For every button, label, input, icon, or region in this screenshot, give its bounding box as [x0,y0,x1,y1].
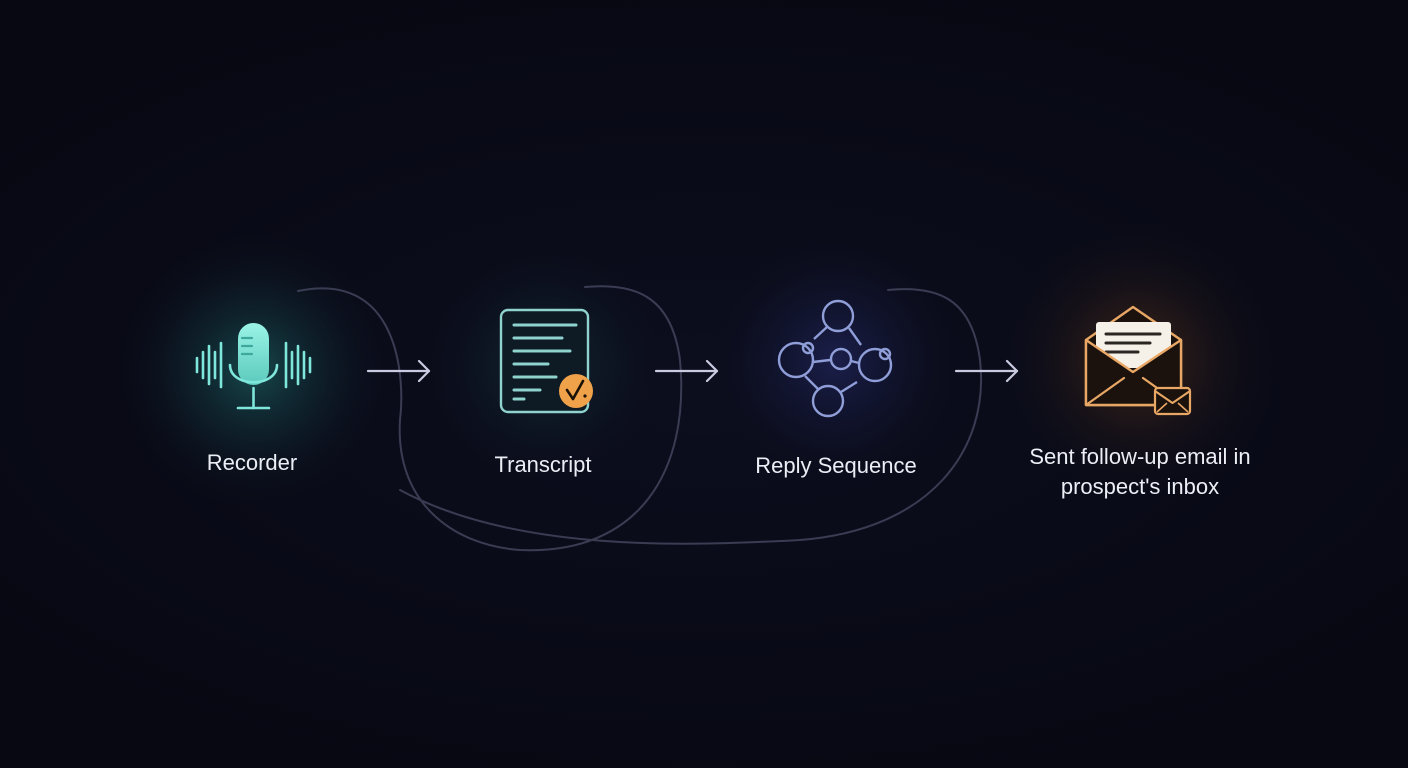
sequence-glow [705,230,965,490]
arrow-right-icon [954,359,1019,383]
arrow-right-icon [366,359,431,383]
microphone-waveform-icon [195,323,312,410]
stage-label-transcript: Transcript [494,452,592,477]
arrow-right-icon [654,359,719,383]
stage-label-sent-email: Sent follow-up email in prospect's inbox [1029,444,1251,499]
mini-envelope-icon [1153,386,1192,416]
node-graph-icon [777,299,893,418]
flow-loop-curves [297,285,983,552]
open-envelope-icon [1084,305,1192,416]
document-check-icon [499,308,593,414]
stage-label-reply-sequence: Reply Sequence [755,453,917,478]
stage-label-recorder: Recorder [206,450,298,475]
